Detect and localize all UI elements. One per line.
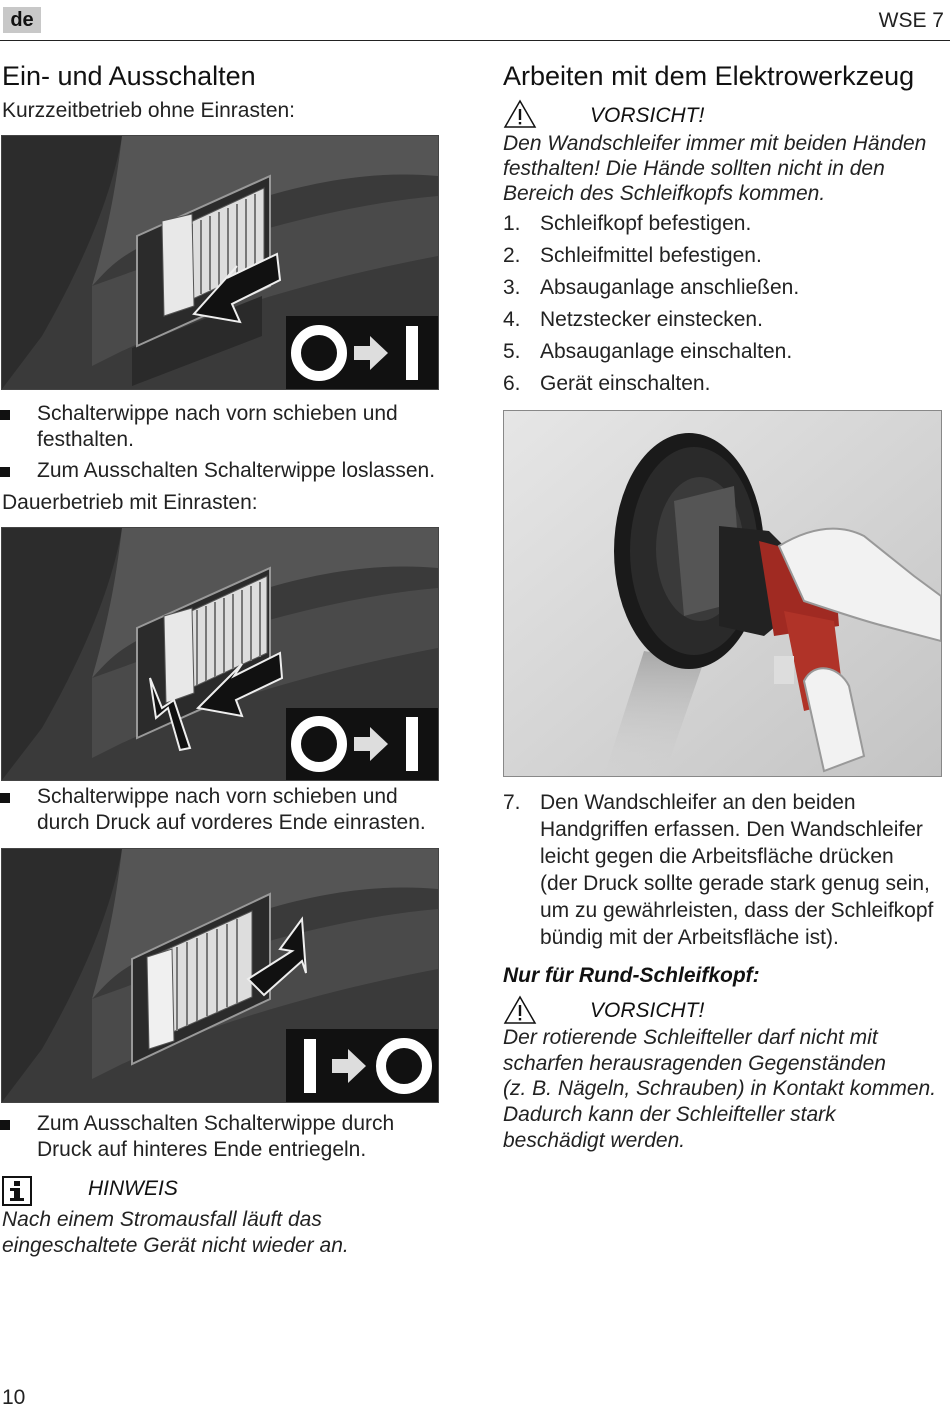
model-name: WSE 7 xyxy=(878,9,944,32)
step7-line: um zu gewährleisten, dass der Schleifkop… xyxy=(540,899,934,922)
step7-line: Den Wandschleifer an den beiden xyxy=(540,791,856,814)
bullet-square-icon xyxy=(0,467,10,477)
bullet-text-line: Druck auf hinteres Ende entriegeln. xyxy=(37,1138,367,1161)
caution-label: VORSICHT! xyxy=(590,104,705,127)
section-title-switching: Ein- und Ausschalten xyxy=(2,61,256,91)
figure-switch-forward xyxy=(1,135,439,390)
step-number: 2. xyxy=(503,244,521,267)
step7-line: (der Druck sollte gerade stark genug sei… xyxy=(540,872,930,895)
caution-text-line-1: Den Wandschleifer immer mit beiden Hände… xyxy=(503,132,927,155)
step-number: 5. xyxy=(503,340,521,363)
caution2-text-line: beschädigt werden. xyxy=(503,1129,686,1152)
caution-text-line-3: Bereich des Schleifkopfs kommen. xyxy=(503,182,826,205)
section-title-working: Arbeiten mit dem Elektrowerkzeug xyxy=(503,61,915,91)
step7-line: bündig mit der Arbeitsfläche ist). xyxy=(540,926,839,949)
page-number: 10 xyxy=(2,1386,26,1409)
subheading-continuous: Dauerbetrieb mit Einrasten: xyxy=(2,491,258,514)
bullet-text-line: Zum Ausschalten Schalterwippe loslassen. xyxy=(37,459,436,482)
bullet-text-line: Schalterwippe nach vorn schieben und xyxy=(37,402,398,425)
warning-triangle-icon xyxy=(503,995,537,1025)
switch-lock-illustration xyxy=(2,528,438,780)
step-text: Netzstecker einstecken. xyxy=(540,308,763,331)
step-text: Gerät einschalten. xyxy=(540,372,711,395)
step-text: Absauganlage anschließen. xyxy=(540,276,800,299)
bullet-text-line: festhalten. xyxy=(37,428,134,451)
step-text: Schleifmittel befestigen. xyxy=(540,244,762,267)
warning-triangle-icon xyxy=(503,99,537,129)
bullet-square-icon xyxy=(0,1120,10,1130)
note-text-line-2: eingeschaltete Gerät nicht wieder an. xyxy=(2,1234,349,1257)
step-number: 3. xyxy=(503,276,521,299)
switch-illustration xyxy=(2,136,438,389)
step-number: 4. xyxy=(503,308,521,331)
bullet-text-line: Schalterwippe nach vorn schieben und xyxy=(37,785,398,808)
bullet-text-line: Zum Ausschalten Schalterwippe durch xyxy=(37,1112,395,1135)
note-label: HINWEIS xyxy=(88,1177,178,1200)
subheading-round-head: Nur für Rund-Schleifkopf: xyxy=(503,964,760,987)
step-number: 6. xyxy=(503,372,521,395)
step7-line: leicht gegen die Arbeitsfläche drücken xyxy=(540,845,894,868)
photo-wall-sander-in-use xyxy=(503,410,942,777)
caution2-text-line: Dadurch kann der Schleifteller stark xyxy=(503,1103,836,1126)
figure-switch-lock xyxy=(1,527,439,781)
step7-line: Handgriffen erfassen. Den Wandschleifer xyxy=(540,818,923,841)
caution2-text-line: Der rotierende Schleifteller darf nicht … xyxy=(503,1026,878,1049)
step-number: 7. xyxy=(503,791,521,814)
caution-label-2: VORSICHT! xyxy=(590,999,705,1022)
switch-unlock-illustration xyxy=(2,849,438,1102)
figure-switch-unlock xyxy=(1,848,439,1103)
caution2-text-line: (z. B. Nägeln, Schrauben) in Kontakt kom… xyxy=(503,1077,937,1100)
caution-text-line-2: festhalten! Die Hände sollten nicht in d… xyxy=(503,157,885,180)
subheading-short-term: Kurzzeitbetrieb ohne Einrasten: xyxy=(2,99,296,122)
language-badge: de xyxy=(3,7,41,33)
bullet-square-icon xyxy=(0,793,10,803)
note-text-line-1: Nach einem Stromausfall läuft das xyxy=(2,1208,322,1231)
wall-sander-illustration xyxy=(504,411,941,776)
header-rule xyxy=(0,40,950,41)
step-text: Schleifkopf befestigen. xyxy=(540,212,752,235)
caution2-text-line: scharfen herausragenden Gegenständen xyxy=(503,1052,886,1075)
step-text: Absauganlage einschalten. xyxy=(540,340,793,363)
info-icon xyxy=(2,1176,32,1206)
bullet-square-icon xyxy=(0,410,10,420)
step-number: 1. xyxy=(503,212,521,235)
bullet-text-line: durch Druck auf vorderes Ende einrasten. xyxy=(37,811,426,834)
